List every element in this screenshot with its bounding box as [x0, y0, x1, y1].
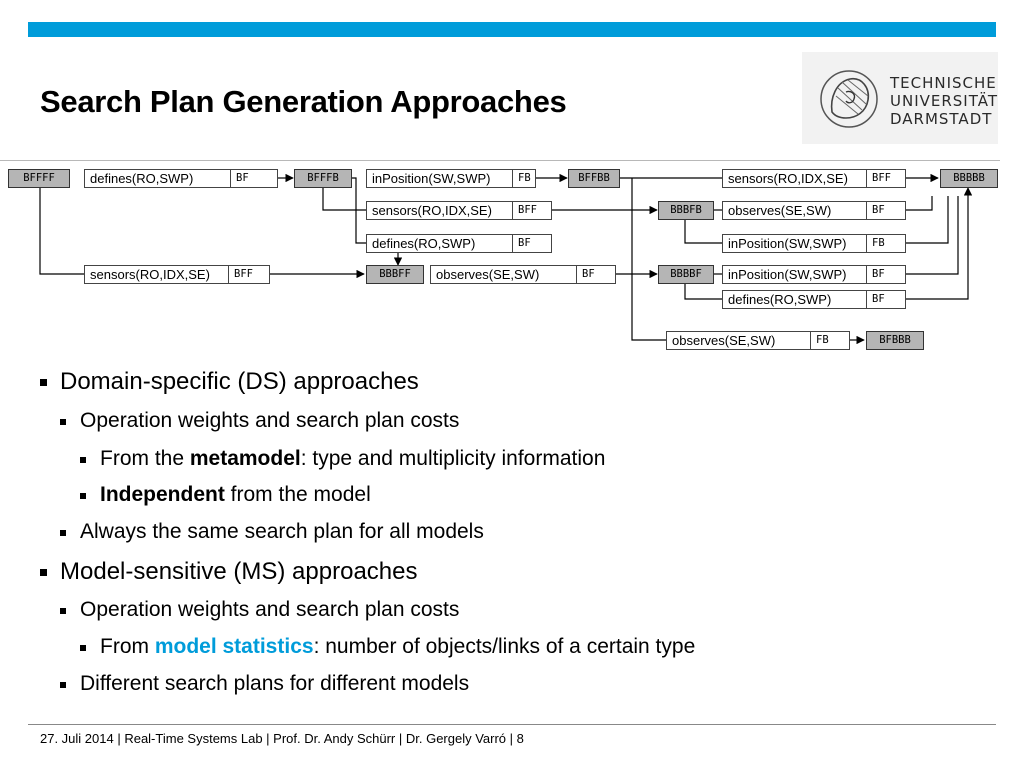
- operation-label: inPosition(SW,SWP): [723, 266, 867, 283]
- bullet-text: Independent from the model: [100, 483, 371, 507]
- top-accent-bar: [28, 22, 996, 37]
- bullet-square-icon: [80, 493, 86, 499]
- adornment-label: BF: [518, 237, 531, 249]
- logo-line-3: DARMSTADT: [890, 110, 993, 128]
- footer-text: 27. Juli 2014 | Real-Time Systems Lab | …: [40, 731, 524, 746]
- bullet-square-icon: [80, 457, 86, 463]
- page-title: Search Plan Generation Approaches: [40, 84, 567, 119]
- bullet-text: Different search plans for different mod…: [80, 672, 470, 695]
- adornment-label: BF: [582, 268, 595, 280]
- bullet-text: Operation weights and search plan costs: [80, 409, 460, 432]
- bullet-square-icon: [40, 569, 47, 576]
- edge-bffbb-branch: [631, 178, 666, 341]
- adornment-label: BF: [872, 293, 885, 305]
- state-bbbbf: BBBBF: [658, 265, 714, 284]
- logo-wordmark: TECHNISCHE UNIVERSITÄT DARMSTADT: [890, 74, 998, 128]
- operation-label: inPosition(SW,SWP): [367, 170, 513, 187]
- operation-node: observes(SE,SW) BF: [722, 201, 906, 220]
- adornment-label: BF: [872, 268, 885, 280]
- edge-bfffb-defines: [352, 177, 366, 244]
- bullet-text-post: : number of objects/links of a certain t…: [313, 635, 696, 658]
- bullet-text-pre: From the: [100, 447, 190, 470]
- bullet-text: Domain-specific (DS) approaches: [60, 368, 419, 395]
- adornment-label: BFF: [518, 204, 537, 216]
- logo-line-1: TECHNISCHE: [890, 74, 997, 92]
- state-bffbb: BFFBB: [568, 169, 620, 188]
- operation-node: observes(SE,SW) BF: [430, 265, 616, 284]
- logo-line-2: UNIVERSITÄT: [890, 92, 998, 110]
- bullet-square-icon: [60, 419, 66, 425]
- edge-defines2-bbbbb: [906, 187, 973, 300]
- operation-node: observes(SE,SW) FB: [666, 331, 850, 350]
- bullet-square-icon: [60, 608, 66, 614]
- adornment-label: FB: [872, 237, 885, 249]
- bullet-square-icon: [60, 682, 66, 688]
- header-divider: [0, 160, 1000, 161]
- state-bbbbb: BBBBB: [940, 169, 998, 188]
- operation-label: sensors(RO,IDX,SE): [85, 266, 229, 283]
- edge-bfffb-bbbfb: [322, 187, 366, 211]
- adornment-label: BFF: [234, 268, 253, 280]
- operation-node: sensors(RO,IDX,SE) BFF: [84, 265, 270, 284]
- state-bbbff: BBBFF: [366, 265, 424, 284]
- athena-head-icon: [820, 70, 878, 128]
- edge-bbbbf-defines: [684, 283, 722, 300]
- bullet-square-icon: [40, 379, 47, 386]
- bullet-text: Operation weights and search plan costs: [80, 598, 460, 621]
- operation-label: defines(RO,SWP): [85, 170, 231, 187]
- operation-node: inPosition(SW,SWP) BF: [722, 265, 906, 284]
- operation-node: sensors(RO,IDX,SE) BFF: [366, 201, 552, 220]
- adornment-label: FB: [518, 172, 531, 184]
- operation-label: sensors(RO,IDX,SE): [723, 170, 867, 187]
- state-bffff: BFFFF: [8, 169, 70, 188]
- operation-label: defines(RO,SWP): [367, 235, 513, 252]
- adornment-label: BF: [872, 204, 885, 216]
- bullet-text-bold: Independent: [100, 483, 225, 506]
- bullet-text-post: from the model: [224, 483, 371, 506]
- operation-label: observes(SE,SW): [723, 202, 867, 219]
- operation-label: inPosition(SW,SWP): [723, 235, 867, 252]
- bullet-text: From model statistics: number of objects…: [100, 635, 695, 659]
- operation-node: defines(RO,SWP) BF: [722, 290, 906, 309]
- edge-inpos-bbbbb: [906, 196, 949, 244]
- footer-divider: [28, 724, 996, 725]
- bullet-text-post: : type and multiplicity information: [300, 447, 606, 470]
- state-bfbbb: BFBBB: [866, 331, 924, 350]
- adornment-label: BFF: [872, 172, 891, 184]
- operation-node: inPosition(SW,SWP) FB: [722, 234, 906, 253]
- edge-bffff-bbbff: [39, 187, 85, 275]
- bullet-text: From the metamodel: type and multiplicit…: [100, 447, 605, 471]
- operation-label: observes(SE,SW): [431, 266, 577, 283]
- adornment-label: BF: [236, 172, 249, 184]
- operation-label: defines(RO,SWP): [723, 291, 867, 308]
- bullet-square-icon: [80, 645, 86, 651]
- operation-node: sensors(RO,IDX,SE) BFF: [722, 169, 906, 188]
- bullet-text-pre: From: [100, 635, 155, 658]
- adornment-label: FB: [816, 334, 829, 346]
- state-bbbfb: BBBFB: [658, 201, 714, 220]
- operation-label: sensors(RO,IDX,SE): [367, 202, 513, 219]
- operation-node: defines(RO,SWP) BF: [84, 169, 278, 188]
- bullet-text: Always the same search plan for all mode…: [80, 520, 484, 543]
- operation-node: defines(RO,SWP) BF: [366, 234, 552, 253]
- bullet-text: Model-sensitive (MS) approaches: [60, 558, 418, 585]
- operation-label: observes(SE,SW): [667, 332, 811, 349]
- bullet-text-bold: metamodel: [189, 447, 301, 470]
- bullet-square-icon: [60, 530, 66, 536]
- bullet-text-highlight: model statistics: [154, 635, 314, 658]
- state-bfffb: BFFFB: [294, 169, 352, 188]
- edge-bbbfb-inpos: [684, 219, 722, 244]
- edge-inpos2-bbbbb: [906, 196, 959, 275]
- university-logo: TECHNISCHE UNIVERSITÄT DARMSTADT: [802, 52, 998, 144]
- operation-node: inPosition(SW,SWP) FB: [366, 169, 536, 188]
- edge-observes-bbbbb: [906, 196, 933, 211]
